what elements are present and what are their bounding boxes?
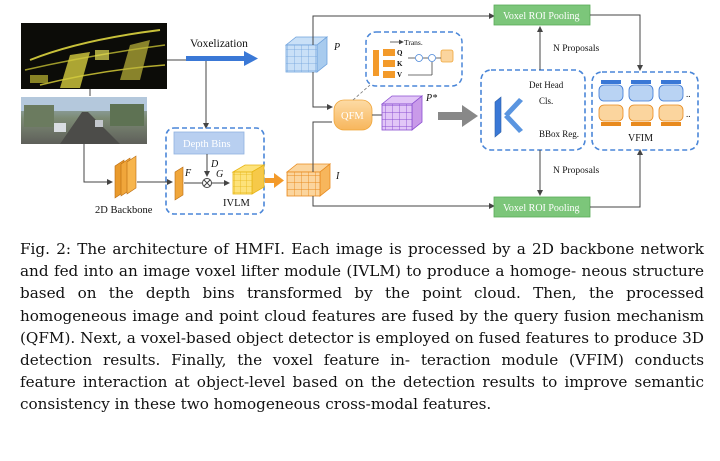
bbox-label: BBox Reg.	[539, 129, 579, 139]
v-label: V	[397, 71, 402, 79]
caption-line-1: The architecture of HMFI. Each image is …	[77, 240, 635, 258]
top-roi-to-vfim-line	[590, 14, 643, 71]
point-voxel-cube	[284, 36, 329, 73]
architecture-figure: Voxelization 2D Backbone Depth Bins D F …	[21, 4, 699, 218]
feature-f-block	[174, 166, 184, 201]
point-cloud-image	[21, 23, 167, 89]
f-label: F	[184, 168, 192, 179]
p-to-top-roi-line	[312, 13, 495, 45]
q-box	[383, 49, 395, 56]
attention-circle-2	[428, 54, 436, 62]
k-box	[383, 60, 395, 67]
k-label: K	[397, 60, 403, 68]
depth-bins-box	[173, 131, 245, 155]
backbone-block	[114, 155, 137, 199]
caption-line-9: cross-modal features.	[325, 395, 492, 414]
fused-voxel-cube	[380, 95, 424, 131]
vfim-ellipsis-top: ..	[686, 89, 691, 99]
qfm-detail-box	[365, 31, 463, 87]
ivlm-to-i-arrow	[265, 173, 284, 188]
caption-line-6: fused features to produce 3D detection r…	[20, 328, 704, 370]
voxelization-label: Voxelization	[190, 38, 248, 50]
p-star-label: P*	[425, 93, 437, 104]
d-label: D	[210, 159, 219, 170]
image-voxel-cube	[285, 163, 332, 197]
cls-label: Cls.	[539, 96, 553, 106]
lidar-to-depthbins-arrow	[167, 59, 209, 129]
qfm-detail-input	[373, 50, 379, 76]
to-detector-arrow	[438, 105, 478, 127]
det-head-branch-top	[504, 98, 523, 117]
depth-bins-label: Depth Bins	[183, 139, 231, 150]
caption-line-5: fusion mechanism (QFM). Next, a voxel-ba…	[20, 306, 705, 347]
ivlm-yellow-cube	[231, 164, 266, 195]
camera-image	[21, 97, 147, 144]
i-label: I	[335, 171, 340, 182]
n-proposals-top: N Proposals	[553, 44, 599, 54]
attention-circle-1	[415, 54, 423, 62]
caption-line-8: the detection results to improve semanti…	[20, 373, 705, 414]
caption-line-2: network and fed into an image voxel lift…	[20, 240, 704, 281]
det-head-label: Det Head	[529, 80, 564, 90]
q-label: Q	[397, 49, 403, 57]
caption-line-7: teraction module (VFIM) conducts feature…	[20, 351, 705, 392]
voxelization-arrow	[186, 51, 258, 66]
caption-line-3: neous structure based on the depth bins …	[20, 262, 704, 303]
backbone-label: 2D Backbone	[95, 205, 153, 216]
image-to-backbone-arrow	[83, 144, 113, 185]
qfm-label: QFM	[341, 111, 364, 122]
i-to-qfm-line	[312, 121, 332, 172]
trans-label: Trans.	[404, 38, 423, 47]
det-head-branch-bottom	[504, 114, 523, 133]
caption-line-4: the processed homogeneous image and poin…	[20, 284, 705, 325]
caption-figure-label: Fig. 2:	[20, 240, 71, 258]
v-box	[383, 71, 395, 78]
top-roi-pooling-label: Voxel ROI Pooling	[503, 11, 580, 22]
ivlm-label: IVLM	[223, 198, 250, 209]
p-label: P	[333, 42, 340, 53]
bottom-roi-to-vfim-line	[590, 149, 643, 208]
n-proposals-bottom: N Proposals	[553, 166, 599, 176]
p-to-qfm-line	[312, 72, 333, 110]
figure-caption: Fig. 2: The architecture of HMFI. Each i…	[20, 238, 704, 416]
vfim-box	[591, 71, 699, 151]
bottom-roi-pooling-label: Voxel ROI Pooling	[503, 203, 580, 214]
qfm-detail-output	[440, 49, 454, 63]
vfim-ellipsis-bottom: ..	[686, 109, 691, 119]
vfim-label: VFIM	[628, 133, 653, 144]
g-label: G	[216, 169, 223, 180]
det-head-block	[494, 96, 502, 138]
vfim-top-row	[598, 80, 684, 102]
det-head-box	[480, 69, 586, 151]
vfim-bottom-row	[598, 104, 684, 126]
qfm-detail-link	[352, 84, 371, 101]
i-to-bottom-roi-line	[312, 196, 495, 209]
multiply-icon	[202, 178, 212, 188]
